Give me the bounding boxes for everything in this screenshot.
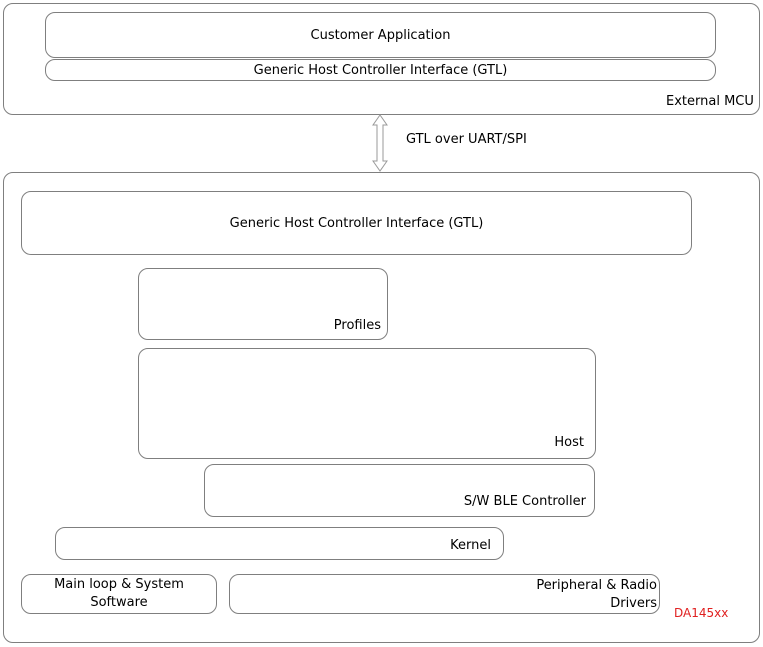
gtl-chip-label: Generic Host Controller Interface (GTL) (229, 215, 484, 231)
profiles-label: Profiles (333, 318, 381, 333)
kernel-box: Kernel (55, 527, 504, 560)
ble-controller-label: S/W BLE Controller (463, 494, 586, 509)
main-loop-label-line2: Software (90, 595, 148, 610)
peripheral-drivers-label-line1: Peripheral & Radio (536, 578, 657, 593)
profiles-box: Profiles (138, 268, 388, 340)
host-label: Host (554, 435, 584, 450)
main-loop-label-line1: Main loop & System (54, 577, 184, 592)
ble-controller-box: S/W BLE Controller (204, 464, 595, 517)
gtl-top-label: Generic Host Controller Interface (GTL) (253, 62, 508, 78)
peripheral-drivers-label-line2: Drivers (610, 596, 657, 611)
device-name-label: DA145xx (674, 606, 729, 620)
gtl-top-box: Generic Host Controller Interface (GTL) (45, 59, 716, 81)
main-loop-box: Main loop & System Software (21, 574, 217, 614)
kernel-label: Kernel (450, 538, 491, 553)
peripheral-drivers-label: Peripheral & Radio Drivers (536, 577, 657, 613)
host-box: Host (138, 348, 596, 459)
customer-application-label: Customer Application (310, 27, 451, 43)
customer-application-box: Customer Application (45, 12, 716, 58)
double-arrow-icon (372, 114, 388, 172)
peripheral-drivers-box: Peripheral & Radio Drivers (229, 574, 660, 614)
gtl-chip-box: Generic Host Controller Interface (GTL) (21, 191, 692, 255)
link-label: GTL over UART/SPI (406, 132, 527, 147)
external-mcu-label: External MCU (666, 94, 754, 109)
